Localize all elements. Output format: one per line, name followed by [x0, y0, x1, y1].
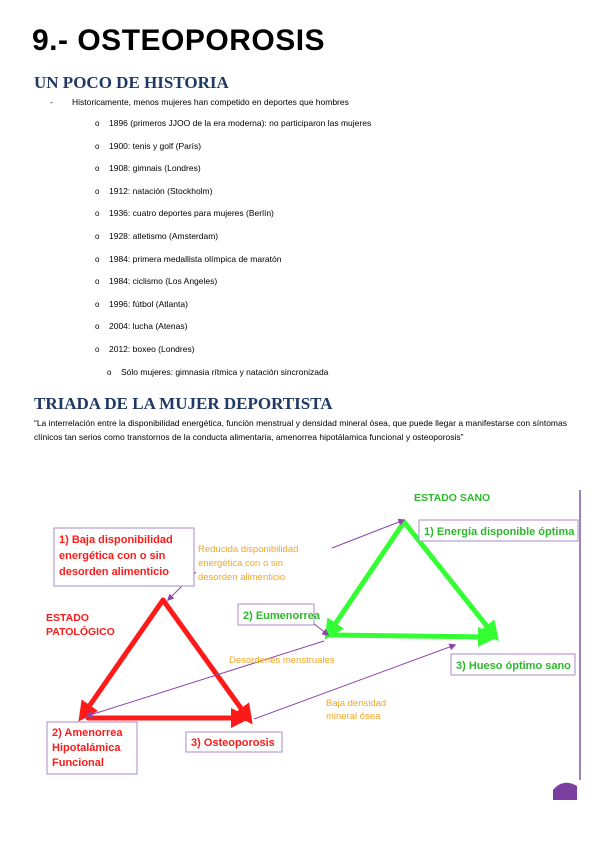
pat-box-3: 3) Osteoporosis	[185, 731, 283, 753]
list-item-text: 1984: primera medallista olímpica de mar…	[109, 253, 282, 264]
red-arrow-left	[78, 597, 166, 722]
historia-timeline-list: o 1896 (primeros JJOO de la era moderna):…	[95, 116, 371, 387]
circle-bullet-icon: o	[95, 141, 100, 151]
list-item: o 1996: fútbol (Atlanta)	[95, 297, 371, 320]
pathologic-triangle	[78, 597, 253, 728]
label-osea-line-1: Baja densidad	[326, 698, 386, 709]
list-item-text: 1936: cuatro deportes para mujeres (Berl…	[109, 208, 274, 219]
list-item: o 2004: lucha (Atenas)	[95, 319, 371, 342]
list-item: o 1928: atletismo (Amsterdam)	[95, 229, 371, 252]
label-energia-line-1: Reducida disponibilidad	[198, 544, 298, 555]
corner-decoration-shape	[553, 782, 577, 800]
circle-bullet-icon: o	[107, 367, 112, 377]
list-item: o 1912: natación (Stockholm)	[95, 184, 371, 207]
circle-bullet-icon: o	[95, 254, 100, 264]
green-arrow-left	[324, 519, 407, 640]
pat-2-line-3: Funcional	[52, 757, 104, 769]
list-item: o 1908: gimnais (Londres)	[95, 161, 371, 184]
label-energia-line-2: energética con o sin	[198, 558, 283, 569]
list-item-text: 2012: boxeo (Londres)	[109, 343, 195, 354]
page-title: 9.- OSTEOPOROSIS	[32, 24, 326, 57]
list-item-text: 2004: lucha (Atenas)	[109, 321, 188, 332]
red-arrow-right	[160, 597, 253, 725]
list-item: o 2012: boxeo (Londres)	[95, 342, 371, 365]
pat-2-line-2: Hipotalámica	[52, 742, 121, 754]
circle-bullet-icon: o	[95, 277, 100, 287]
pat-box-2: 2) Amenorrea Hipotalámica Funcional	[46, 721, 138, 775]
circle-bullet-icon: o	[95, 344, 100, 354]
pat-2-line-1: 2) Amenorrea	[52, 727, 123, 739]
list-item-text: Sólo mujeres: gimnasia rítmica y natació…	[121, 366, 329, 377]
list-item-text: 1984: ciclismo (Los Angeles)	[109, 276, 218, 287]
pat-3-text: 3) Osteoporosis	[191, 737, 275, 749]
sano-2-text: 2) Eumenorrea	[243, 610, 321, 622]
triada-definition-quote: “La interrelación entre la disponibilida…	[34, 418, 567, 442]
sano-1-text: 1) Energía disponible óptima	[424, 526, 575, 538]
list-item: o 1984: primera medallista olímpica de ma…	[95, 252, 371, 275]
circle-bullet-icon: o	[95, 164, 100, 174]
circle-bullet-icon: o	[95, 299, 100, 309]
dash-bullet: -	[50, 97, 53, 107]
label-energia-line-3: desorden alimenticio	[198, 572, 285, 583]
sano-box-2: 2) Eumenorrea	[237, 603, 321, 626]
sano-box-3: 3) Hueso óptimo sano	[450, 653, 576, 676]
pat-1-line-1: 1) Baja disponibilidad	[59, 534, 173, 546]
list-item: o 1936: cuatro deportes para mujeres (Ber…	[95, 206, 371, 229]
pat-1-line-3: desorden alimenticio	[59, 566, 169, 578]
list-item-text: 1900: tenis y golf (París)	[109, 140, 202, 151]
circle-bullet-icon: o	[95, 119, 100, 128]
green-arrow-base	[326, 626, 498, 647]
circle-bullet-icon: o	[95, 209, 100, 219]
estado-patologico-line-1: ESTADO	[46, 612, 89, 624]
historia-intro: - Historicamente, menos mujeres han compe…	[50, 97, 349, 107]
list-item-text: 1912: natación (Stockholm)	[109, 185, 213, 196]
label-osea-line-2: mineral ósea	[326, 711, 381, 722]
connector-energy-sano	[331, 518, 406, 549]
pat-1-line-2: energética con o sin	[59, 550, 166, 562]
section-heading-historia: UN POCO DE HISTORIA	[34, 73, 229, 92]
list-item: o Sólo mujeres: gimnasia rítmica y nataci…	[95, 365, 371, 388]
pat-box-1: 1) Baja disponibilidad energética con o …	[53, 527, 195, 587]
circle-bullet-icon: o	[95, 186, 100, 196]
connector-menstrual	[85, 640, 325, 718]
list-item: o 1896 (primeros JJOO de la era moderna):…	[95, 116, 371, 139]
list-item-text: 1928: atletismo (Amsterdam)	[109, 230, 219, 241]
circle-bullet-icon: o	[95, 322, 100, 332]
list-item: o 1900: tenis y golf (París)	[95, 139, 371, 162]
section-heading-triada: TRIADA DE LA MUJER DEPORTISTA	[34, 394, 333, 413]
triad-diagram: ESTADO SANO 1) Energía disponible óptima…	[46, 490, 581, 800]
estado-sano-label: ESTADO SANO	[414, 492, 490, 504]
estado-patologico-line-2: PATOLÓGICO	[46, 625, 115, 638]
circle-bullet-icon: o	[95, 231, 100, 241]
sano-3-text: 3) Hueso óptimo sano	[456, 660, 571, 672]
label-menstrual: Desordenes menstruales	[229, 655, 335, 666]
sano-box-1: 1) Energía disponible óptima	[418, 519, 579, 542]
list-item: o 1984: ciclismo (Los Angeles)	[95, 274, 371, 297]
list-item-text: 1908: gimnais (Londres)	[109, 163, 201, 174]
connector-arrows	[85, 518, 457, 720]
list-item-text: 1996: fútbol (Atlanta)	[109, 298, 188, 309]
connector-osea	[253, 643, 457, 720]
historia-intro-text: Historicamente, menos mujeres han compet…	[72, 97, 349, 107]
list-item-text: 1896 (primeros JJOO de la era moderna): …	[109, 118, 372, 128]
